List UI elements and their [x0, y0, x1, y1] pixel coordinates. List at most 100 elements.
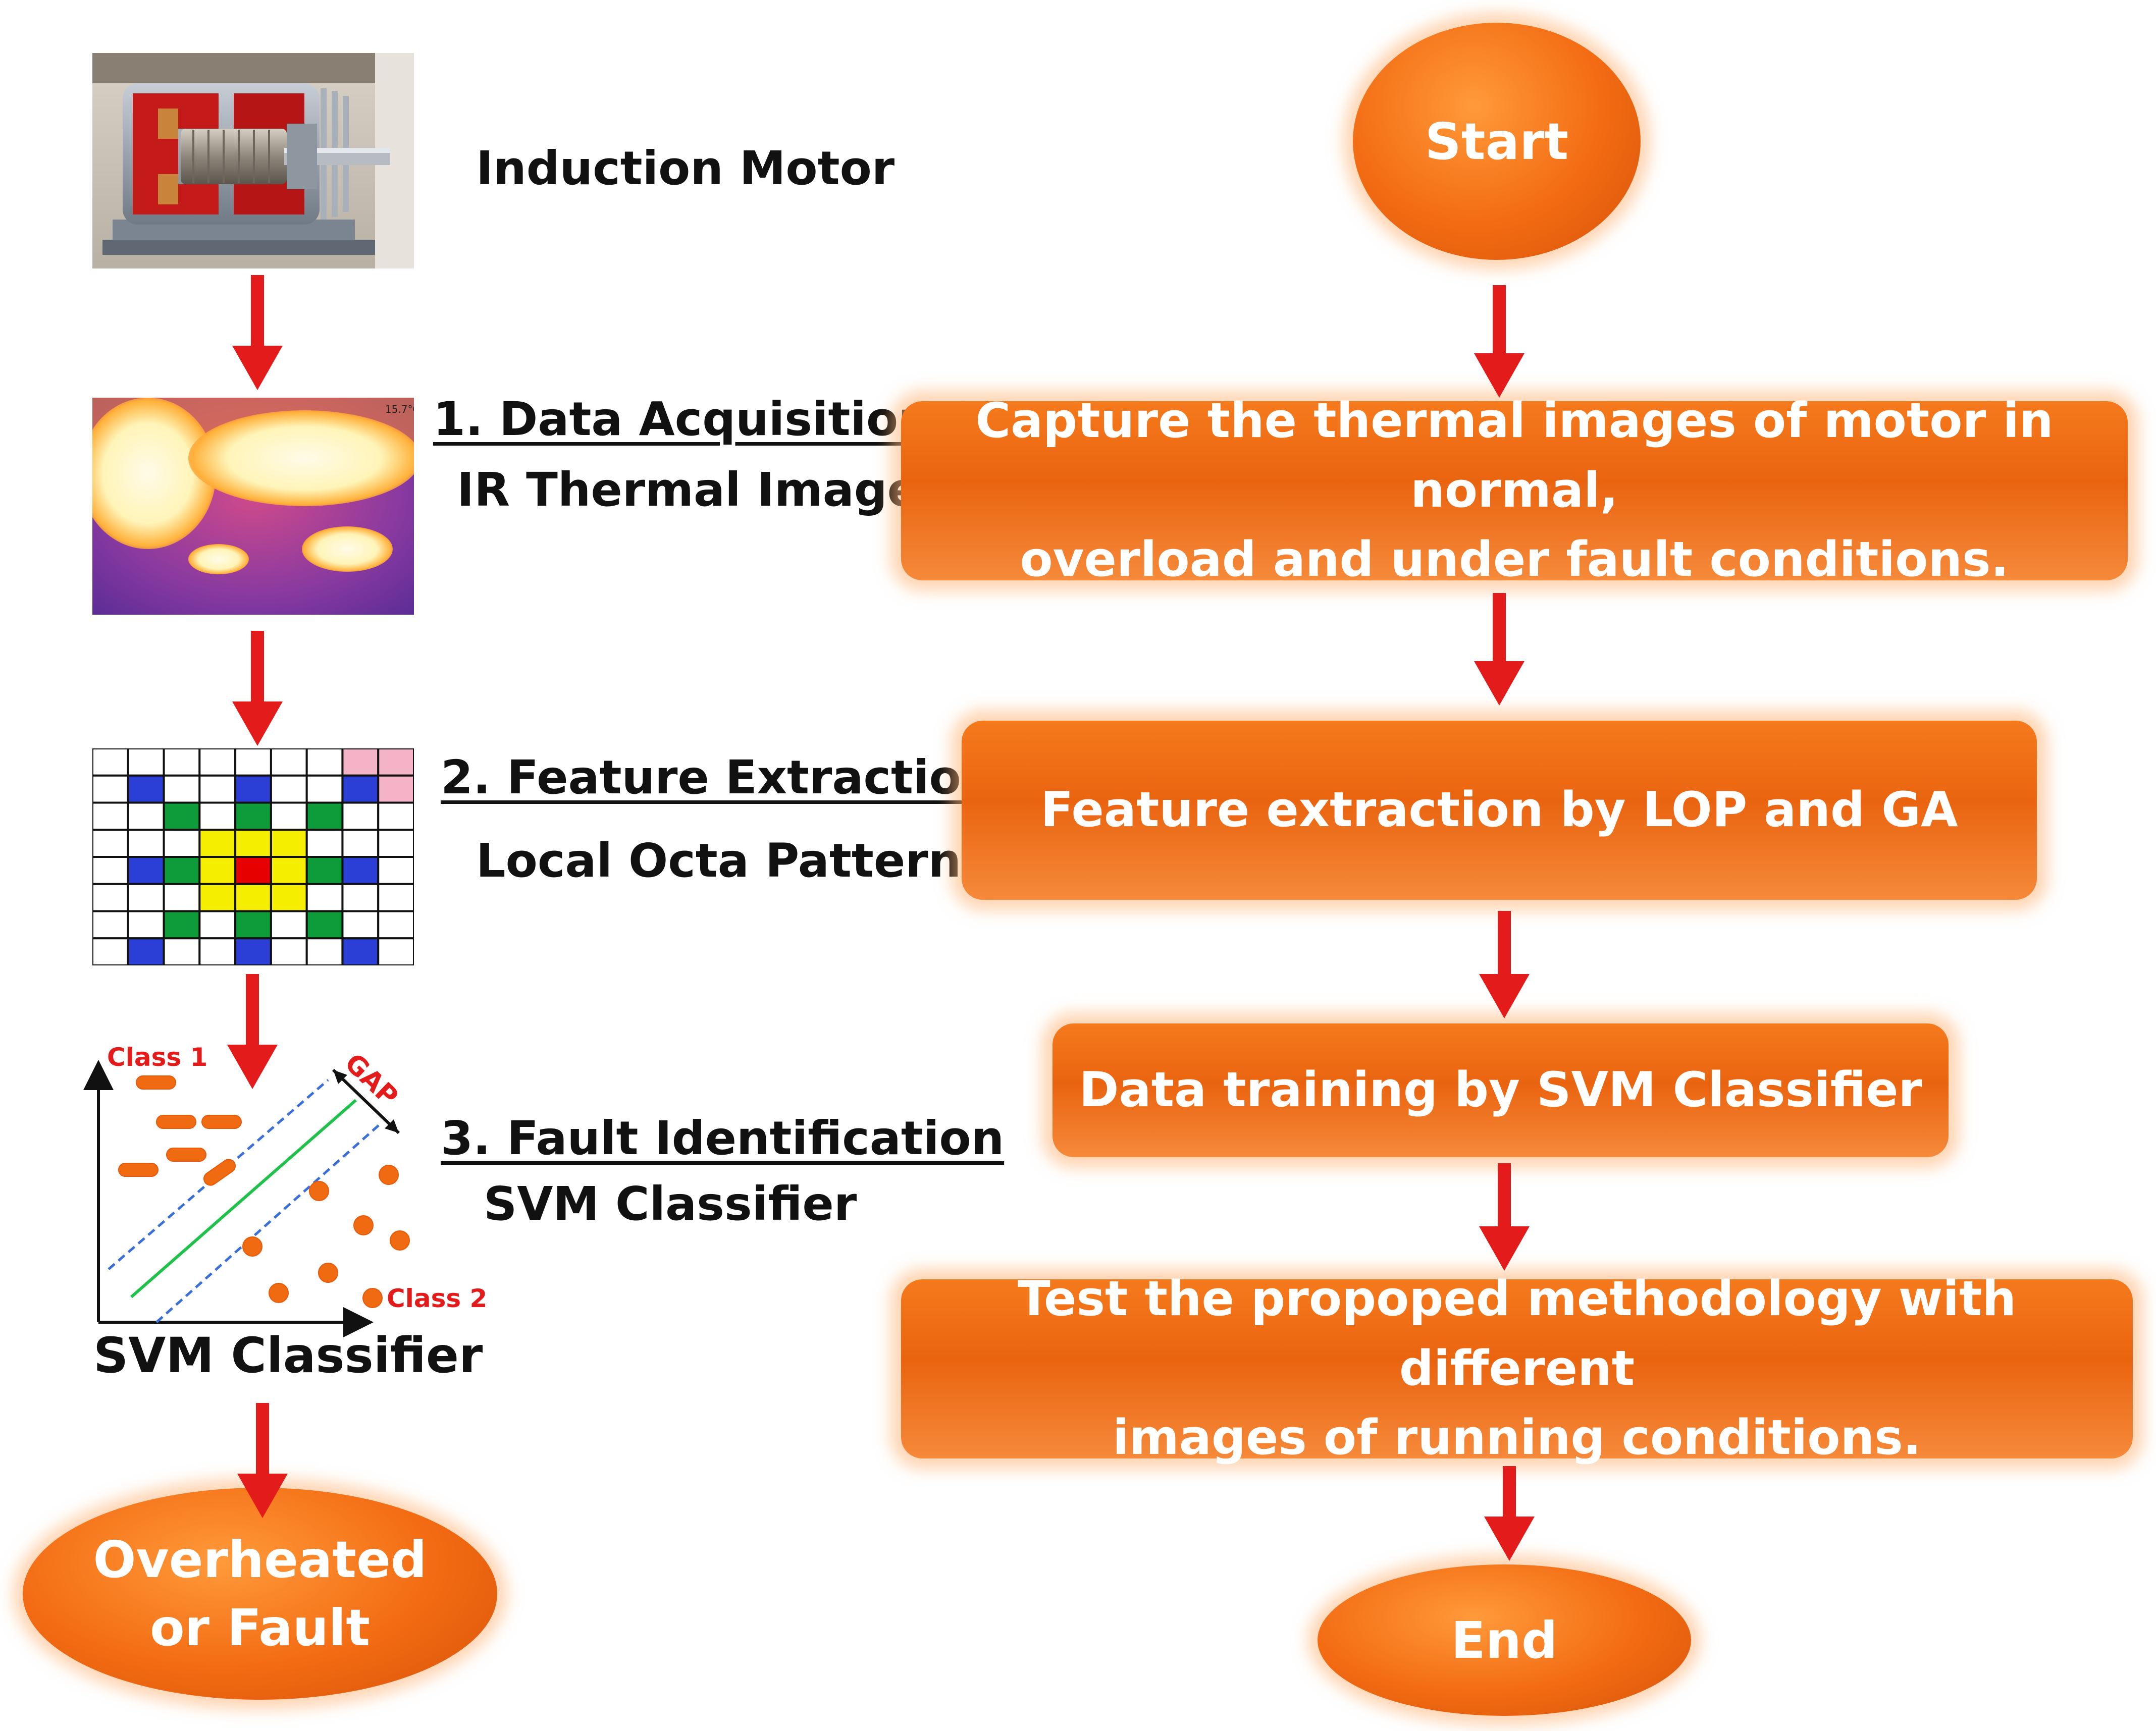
- lop-grid-cell: [127, 883, 165, 912]
- lop-grid-cell: [92, 774, 129, 804]
- lop-grid-cell: [234, 748, 272, 777]
- lop-grid-cell: [163, 774, 201, 804]
- svm-hyperplane: [130, 1099, 357, 1299]
- lop-grid-cell: [163, 883, 201, 912]
- lop-grid-cell: [305, 774, 344, 804]
- end-label: End: [1451, 1610, 1558, 1670]
- lop-grid-cell: [270, 937, 308, 965]
- svm-class2-label: Class 2: [387, 1284, 487, 1313]
- class2-sample: [269, 1283, 289, 1303]
- end-node: End: [1318, 1564, 1691, 1716]
- lop-grid-cell: [377, 856, 414, 885]
- step2-title: 2. Feature Extraction: [441, 750, 994, 804]
- thermal-image: 15.7°C: [92, 398, 414, 615]
- lop-grid-cell: [377, 883, 414, 912]
- lop-grid-cell: [377, 774, 414, 804]
- lop-grid-cell: [341, 883, 380, 912]
- lop-grid-cell: [234, 910, 272, 940]
- svm-gap-arrow: [332, 1068, 400, 1134]
- lop-grid-cell: [270, 910, 308, 940]
- lop-grid-cell: [234, 774, 272, 804]
- induction-motor-image: [92, 53, 414, 268]
- box1-line1: Capture the thermal images of motor in n…: [975, 393, 2054, 518]
- lop-grid-cell: [92, 801, 129, 831]
- left-arrow-1: [232, 275, 283, 390]
- lop-grid-cell: [163, 937, 201, 965]
- svm-gap-label: GAP: [339, 1048, 404, 1112]
- lop-grid-cell: [127, 801, 165, 831]
- class2-sample: [318, 1263, 338, 1283]
- step2-subtitle: Local Octa Pattern: [476, 834, 962, 888]
- class1-sample: [166, 1148, 206, 1162]
- lop-grid-cell: [163, 801, 201, 831]
- lop-grid-cell: [163, 829, 201, 858]
- lop-grid-cell: [341, 801, 380, 831]
- lop-grid-cell: [341, 748, 380, 777]
- box4-line1: Test the propoped methodology with diffe…: [1017, 1271, 2017, 1396]
- svm-classifier-plot: GAP Class 1 Class 2: [83, 1043, 487, 1337]
- lop-grid-cell: [198, 829, 237, 858]
- lop-grid-cell: [92, 748, 129, 777]
- lop-grid-cell: [377, 910, 414, 940]
- lop-grid-cell: [270, 748, 308, 777]
- flow-box-training: Data training by SVM Classifier: [1053, 1023, 1949, 1157]
- start-node: Start: [1353, 23, 1641, 260]
- lop-grid-cell: [377, 748, 414, 777]
- lop-grid-cell: [127, 856, 165, 885]
- lop-grid-cell: [305, 856, 344, 885]
- flow-arrow-3: [1479, 911, 1530, 1018]
- lop-grid-cell: [92, 829, 129, 858]
- box2-label: Feature extraction by LOP and GA: [1040, 782, 1958, 838]
- lop-grid-cell: [341, 937, 380, 965]
- left-arrow-4: [237, 1403, 288, 1518]
- lop-grid-cell: [305, 748, 344, 777]
- left-arrow-3: [227, 974, 278, 1089]
- lop-grid-cell: [163, 748, 201, 777]
- lop-grid-cell: [198, 937, 237, 965]
- svm-caption: SVM Classifier: [93, 1327, 483, 1384]
- lop-grid-cell: [198, 774, 237, 804]
- lop-grid-cell: [305, 883, 344, 912]
- lop-grid-cell: [92, 910, 129, 940]
- class1-sample: [118, 1163, 159, 1177]
- class2-sample: [242, 1236, 262, 1257]
- lop-grid-cell: [270, 856, 308, 885]
- lop-grid-cell: [127, 774, 165, 804]
- svm-margin-lower: [155, 1124, 380, 1323]
- result-oval: Overheated or Fault: [23, 1488, 497, 1700]
- flow-arrow-4: [1479, 1163, 1530, 1271]
- box3-label: Data training by SVM Classifier: [1079, 1062, 1922, 1118]
- lop-grid-cell: [198, 856, 237, 885]
- lop-grid-cell: [234, 829, 272, 858]
- lop-grid-cell: [377, 829, 414, 858]
- class2-sample: [379, 1165, 399, 1185]
- class2-sample: [309, 1181, 329, 1201]
- thermal-temp-label: 15.7°C: [385, 403, 414, 415]
- class1-sample: [201, 1115, 242, 1129]
- lop-grid-cell: [127, 937, 165, 965]
- lop-grid-cell: [234, 801, 272, 831]
- class2-sample: [353, 1215, 374, 1235]
- start-label: Start: [1425, 112, 1569, 171]
- class2-sample: [362, 1288, 383, 1308]
- flow-arrow-2: [1474, 593, 1524, 706]
- lop-grid-cell: [341, 910, 380, 940]
- lop-grid-cell: [198, 883, 237, 912]
- class1-sample: [136, 1075, 176, 1090]
- lop-grid-cell: [305, 910, 344, 940]
- flow-box-capture: Capture the thermal images of motor in n…: [901, 393, 2128, 587]
- flow-box-test: Test the propoped methodology with diffe…: [901, 1271, 2133, 1466]
- lop-grid-cell: [270, 774, 308, 804]
- lop-grid-cell: [163, 910, 201, 940]
- class2-sample: [390, 1230, 410, 1251]
- flow-arrow-5: [1484, 1466, 1535, 1561]
- lop-grid-cell: [92, 856, 129, 885]
- lop-grid-cell: [305, 937, 344, 965]
- lop-grid-cell: [234, 856, 272, 885]
- lop-grid-cell: [270, 801, 308, 831]
- local-octa-pattern-grid: [92, 748, 414, 965]
- lop-grid-cell: [305, 829, 344, 858]
- lop-grid-cell: [377, 801, 414, 831]
- box4-line2: images of running conditions.: [1113, 1410, 1921, 1466]
